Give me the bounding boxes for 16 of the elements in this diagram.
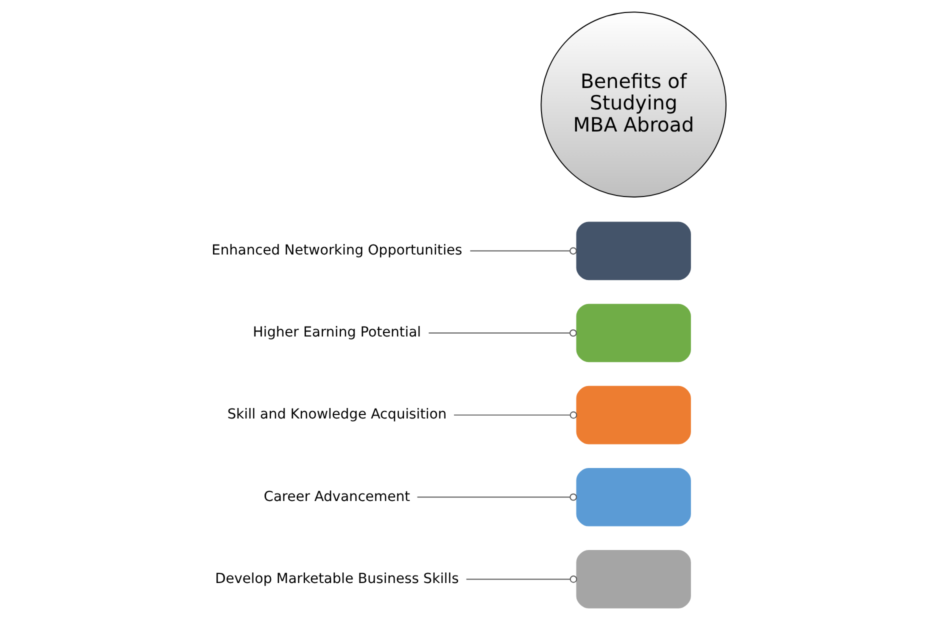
- connector: [470, 247, 577, 255]
- node-band: [576, 386, 691, 444]
- node-text: Career Advancement: [264, 488, 410, 505]
- node-band: [576, 304, 691, 362]
- node-band: [576, 468, 691, 526]
- node-circle: Benefits of Studying MBA Abroad: [540, 12, 727, 198]
- connector: [428, 329, 577, 337]
- node-text: Enhanced Networking Opportunities: [212, 242, 462, 259]
- node-text: Develop Marketable Business Skills: [215, 570, 459, 587]
- node-text: Skill and Knowledge Acquisition: [227, 406, 447, 423]
- connector: [453, 411, 578, 419]
- node-band: [576, 550, 691, 608]
- node-text: Higher Earning Potential: [252, 324, 422, 341]
- connector: [416, 493, 577, 501]
- node-band: [576, 222, 691, 280]
- connector: [466, 576, 578, 583]
